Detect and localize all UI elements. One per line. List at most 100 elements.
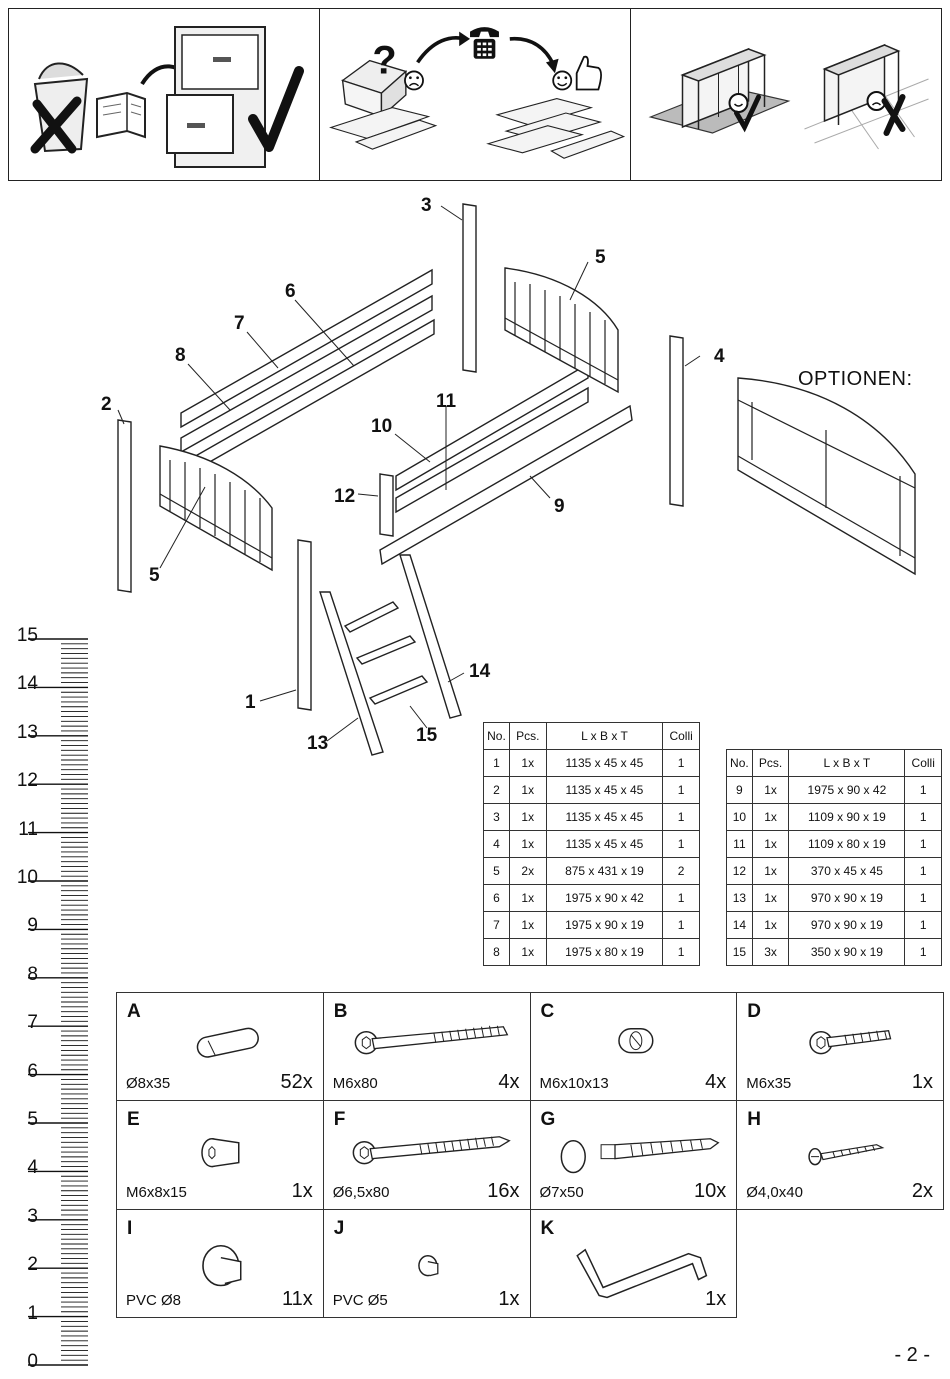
table-cell: 1 — [662, 830, 700, 858]
hardware-spec: M6x10x13 — [539, 1075, 609, 1093]
part-label-14: 14 — [469, 661, 491, 682]
hardware-spec: Ø7x50 — [539, 1183, 584, 1201]
table-cell: 1x — [508, 803, 547, 831]
ruler-number: 12 — [16, 770, 38, 792]
table-cell: 350 x 90 x 19 — [788, 938, 906, 966]
instruction-keep-manual — [9, 9, 320, 180]
hardware-letter: H — [747, 1109, 761, 1131]
hardware-spec: Ø8x35 — [126, 1075, 171, 1093]
hardware-letter: C — [540, 1001, 555, 1022]
table-cell: 13 — [726, 884, 753, 912]
hardware-quantity: 11x — [281, 1287, 313, 1310]
table-cell: 1975 x 90 x 19 — [545, 911, 664, 939]
part-label-12: 12 — [334, 486, 356, 507]
allen-key-icon — [575, 1248, 707, 1298]
small-screw-icon — [808, 1144, 885, 1166]
ruler-scale — [28, 638, 88, 1366]
table-cell: 12 — [726, 857, 753, 885]
table-cell: 1 — [904, 830, 942, 858]
table-cell: 1975 x 80 x 19 — [545, 938, 664, 966]
table-cell: 1x — [751, 884, 790, 912]
table-cell: 4 — [483, 830, 510, 858]
table-cell: 2x — [508, 857, 547, 885]
table-cell: 1x — [751, 803, 790, 831]
hardware-letter: B — [333, 1001, 348, 1022]
table-header-cell: Pcs. — [751, 749, 790, 777]
part-label-10: 10 — [371, 416, 393, 437]
ruler-number: 1 — [27, 1302, 38, 1324]
table-cell: 1x — [508, 911, 547, 939]
table-cell: 1975 x 90 x 42 — [788, 776, 906, 804]
table-cell: 1 — [662, 749, 700, 777]
table-cell: 1 — [483, 749, 510, 777]
table-cell: 6 — [483, 884, 510, 912]
table-cell: 5 — [483, 857, 510, 885]
ruler-number: 5 — [27, 1109, 38, 1130]
table-header-cell: Colli — [904, 749, 942, 777]
hardware-quantity: 4x — [705, 1071, 727, 1094]
table-header-cell: Pcs. — [508, 722, 547, 750]
hardware-quantity: 1x — [291, 1179, 313, 1202]
hardware-quantity: 10x — [694, 1179, 727, 1202]
hardware-letter: E — [127, 1109, 140, 1131]
table-cell: 9 — [726, 776, 753, 804]
check-parts-icon: ? — [329, 27, 626, 159]
hardware-item-c: C M6x10x13 4x — [529, 992, 738, 1102]
table-cell: 1 — [904, 884, 942, 912]
table-cell: 1 — [904, 776, 942, 804]
pvc-cap-small-icon — [417, 1254, 439, 1276]
table-cell: 2 — [483, 776, 510, 804]
table-cell: 1 — [904, 911, 942, 939]
table-cell: 1135 x 45 x 45 — [545, 776, 664, 804]
instruction-check-parts: ? — [320, 9, 631, 180]
part-label-3: 3 — [421, 195, 432, 216]
hardware-letter: J — [333, 1217, 345, 1239]
part-label-5-left: 5 — [149, 565, 160, 586]
sleeve-nut-icon — [201, 1138, 240, 1168]
table-cell: 14 — [726, 911, 753, 939]
part-label-1: 1 — [245, 692, 256, 713]
hardware-quantity: 1x — [705, 1287, 727, 1310]
table-cell: 1x — [508, 749, 547, 777]
hardware-letter: I — [127, 1217, 133, 1239]
pvc-cap-large-icon — [202, 1244, 242, 1286]
ruler-number: 3 — [27, 1205, 38, 1227]
svg-text:?: ? — [372, 38, 396, 82]
table-header-cell: No. — [726, 749, 753, 777]
instruction-strip: ? — [8, 8, 942, 181]
hardware-quantity: 1x — [911, 1071, 933, 1094]
table-header-cell: No. — [483, 722, 510, 750]
table-cell: 875 x 431 x 19 — [545, 857, 664, 885]
table-cell: 8 — [483, 938, 510, 966]
table-cell: 1x — [508, 830, 547, 858]
ruler-number: 6 — [27, 1060, 38, 1082]
hardware-spec: M6x8x15 — [126, 1183, 187, 1201]
hardware-item-e: E M6x8x15 1x — [116, 1100, 324, 1210]
hardware-quantity: 4x — [498, 1071, 520, 1094]
part-label-15: 15 — [416, 725, 438, 746]
table-header-cell: L x B x T — [545, 722, 664, 750]
ruler-number: 10 — [16, 867, 38, 888]
part-label-4: 4 — [714, 346, 725, 367]
table-cell: 1109 x 90 x 19 — [788, 803, 906, 831]
page-number: - 2 - — [894, 1344, 930, 1366]
part-label-9: 9 — [554, 496, 565, 517]
ruler-number: 14 — [16, 673, 38, 695]
